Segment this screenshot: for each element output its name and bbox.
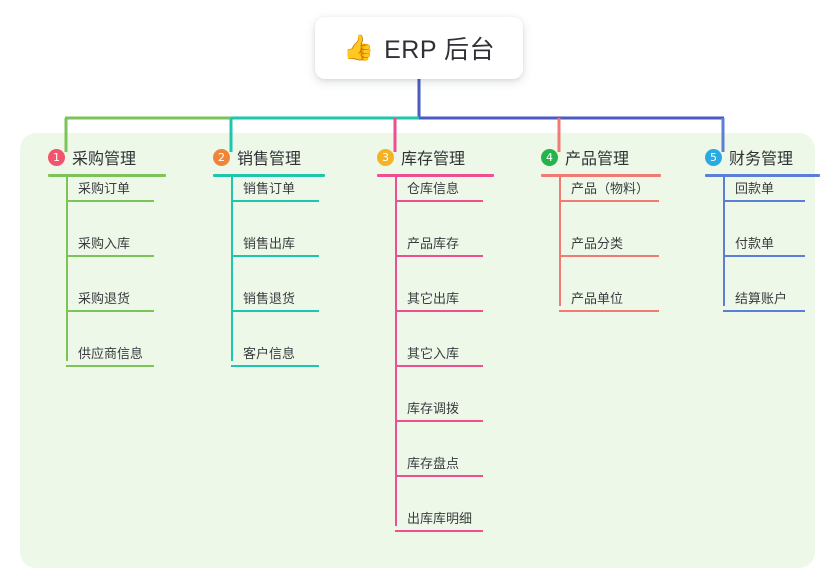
leaf-node-label: 仓库信息 (407, 181, 460, 196)
leaf-node-rule (231, 310, 319, 312)
column-underline (48, 174, 166, 177)
leaf-node[interactable]: 仓库信息 (395, 168, 483, 202)
leaf-node-label: 产品（物料） (571, 181, 650, 196)
leaf-node-label: 销售出库 (243, 236, 296, 251)
column-header-3[interactable]: 3 库存管理 (377, 145, 465, 169)
leaf-node[interactable]: 采购退货 (66, 278, 154, 312)
leaf-node-rule (66, 200, 154, 202)
leaf-node[interactable]: 采购入库 (66, 223, 154, 257)
leaf-node[interactable]: 出库库明细 (395, 498, 483, 532)
column-stem (66, 177, 68, 361)
leaf-node-label: 产品分类 (571, 236, 624, 251)
leaf-node-rule (559, 310, 659, 312)
leaf-node-label: 销售退货 (243, 291, 296, 306)
leaf-node[interactable]: 其它入库 (395, 333, 483, 367)
column-title: 销售管理 (237, 151, 302, 168)
leaf-node[interactable]: 回款单 (723, 168, 805, 202)
leaf-node-label: 回款单 (735, 181, 775, 196)
leaf-node[interactable]: 结算账户 (723, 278, 805, 312)
leaf-node-rule (395, 475, 483, 477)
leaf-node-rule (395, 365, 483, 367)
leaf-node-label: 供应商信息 (78, 346, 144, 361)
leaf-node-label: 库存盘点 (407, 456, 460, 471)
column-number-badge: 4 (541, 148, 558, 166)
column-number-badge: 3 (377, 148, 394, 166)
leaf-node[interactable]: 销售订单 (231, 168, 319, 202)
column-number-badge: 2 (213, 148, 230, 166)
leaf-node-label: 产品单位 (571, 291, 624, 306)
leaf-node-rule (66, 310, 154, 312)
leaf-node-rule (559, 200, 659, 202)
root-node-card[interactable]: 👍 ERP 后台 (315, 17, 523, 79)
leaf-node-label: 库存调拨 (407, 401, 460, 416)
thumbs-up-icon: 👍 (342, 33, 375, 62)
leaf-node-rule (723, 255, 805, 257)
leaf-node-label: 客户信息 (243, 346, 296, 361)
column-header-1[interactable]: 1 采购管理 (48, 145, 136, 169)
leaf-node[interactable]: 采购订单 (66, 168, 154, 202)
leaf-node-rule (66, 255, 154, 257)
leaf-node[interactable]: 销售出库 (231, 223, 319, 257)
column-header-2[interactable]: 2 销售管理 (213, 145, 301, 169)
leaf-node-label: 其它入库 (407, 346, 460, 361)
column-underline (705, 174, 820, 177)
leaf-node-rule (559, 255, 659, 257)
leaf-node-rule (723, 310, 805, 312)
column-title: 产品管理 (565, 151, 630, 168)
root-node-title: ERP 后台 (384, 36, 496, 64)
column-number-badge: 1 (48, 148, 65, 166)
leaf-node[interactable]: 产品库存 (395, 223, 483, 257)
leaf-node-label: 采购退货 (78, 291, 131, 306)
leaf-node-label: 采购订单 (78, 181, 131, 196)
leaf-node[interactable]: 产品（物料） (559, 168, 659, 202)
leaf-node-rule (231, 200, 319, 202)
column-underline (213, 174, 325, 177)
leaf-node-rule (66, 365, 154, 367)
leaf-node-label: 其它出库 (407, 291, 460, 306)
leaf-node[interactable]: 客户信息 (231, 333, 319, 367)
leaf-node[interactable]: 付款单 (723, 223, 805, 257)
leaf-node[interactable]: 库存盘点 (395, 443, 483, 477)
leaf-node-rule (231, 365, 319, 367)
column-stem (723, 177, 725, 306)
leaf-node[interactable]: 供应商信息 (66, 333, 154, 367)
leaf-node-label: 结算账户 (735, 291, 788, 306)
leaf-node-label: 销售订单 (243, 181, 296, 196)
leaf-node-rule (395, 530, 483, 532)
leaf-node-label: 采购入库 (78, 236, 131, 251)
column-stem (395, 177, 397, 526)
leaf-node-label: 产品库存 (407, 236, 460, 251)
leaf-node-rule (723, 200, 805, 202)
leaf-node-rule (395, 200, 483, 202)
column-underline (377, 174, 494, 177)
column-title: 库存管理 (401, 151, 466, 168)
column-stem (231, 177, 233, 361)
leaf-node-rule (395, 420, 483, 422)
leaf-node-rule (395, 255, 483, 257)
column-header-5[interactable]: 5 财务管理 (705, 145, 793, 169)
leaf-node[interactable]: 其它出库 (395, 278, 483, 312)
leaf-node-rule (395, 310, 483, 312)
column-underline (541, 174, 661, 177)
leaf-node-rule (231, 255, 319, 257)
column-title: 财务管理 (729, 151, 794, 168)
diagram-panel (20, 133, 815, 568)
column-stem (559, 177, 561, 306)
column-header-4[interactable]: 4 产品管理 (541, 145, 629, 169)
leaf-node[interactable]: 销售退货 (231, 278, 319, 312)
leaf-node[interactable]: 产品分类 (559, 223, 659, 257)
leaf-node-label: 出库库明细 (407, 511, 473, 526)
leaf-node[interactable]: 库存调拨 (395, 388, 483, 422)
leaf-node[interactable]: 产品单位 (559, 278, 659, 312)
column-title: 采购管理 (72, 151, 137, 168)
leaf-node-label: 付款单 (735, 236, 775, 251)
column-container: 1 采购管理采购订单采购入库采购退货供应商信息 2 销售管理销售订单销售出库销售退货客… (20, 133, 820, 568)
column-number-badge: 5 (705, 148, 722, 166)
